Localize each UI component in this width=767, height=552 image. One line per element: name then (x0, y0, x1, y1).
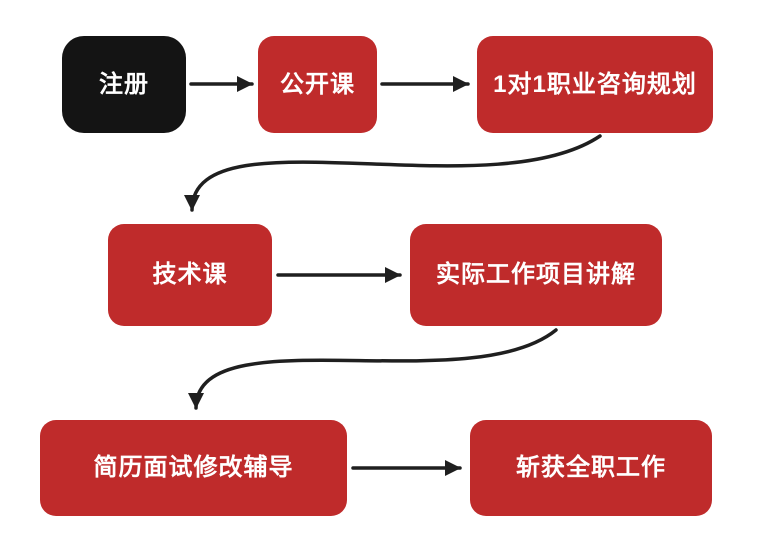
node-fulltime-job-label: 斩获全职工作 (516, 454, 666, 481)
node-tech-class-label: 技术课 (152, 261, 228, 288)
node-register: 注册 (62, 36, 186, 133)
node-work-project-label: 实际工作项目讲解 (436, 261, 636, 288)
node-register-label: 注册 (99, 70, 149, 98)
node-fulltime-job: 斩获全职工作 (470, 420, 712, 516)
arrow-work-project-to-resume-interview (188, 328, 558, 410)
node-career-planning: 1对1职业咨询规划 (477, 36, 713, 133)
node-tech-class: 技术课 (108, 224, 272, 326)
node-work-project: 实际工作项目讲解 (410, 224, 662, 326)
node-resume-interview-label: 简历面试修改辅导 (93, 454, 294, 481)
arrow-career-planning-to-tech-class (184, 134, 602, 212)
node-career-planning-label: 1对1职业咨询规划 (493, 70, 697, 98)
node-open-class-label: 公开课 (280, 70, 355, 98)
node-resume-interview: 简历面试修改辅导 (40, 420, 347, 516)
node-open-class: 公开课 (258, 36, 377, 133)
